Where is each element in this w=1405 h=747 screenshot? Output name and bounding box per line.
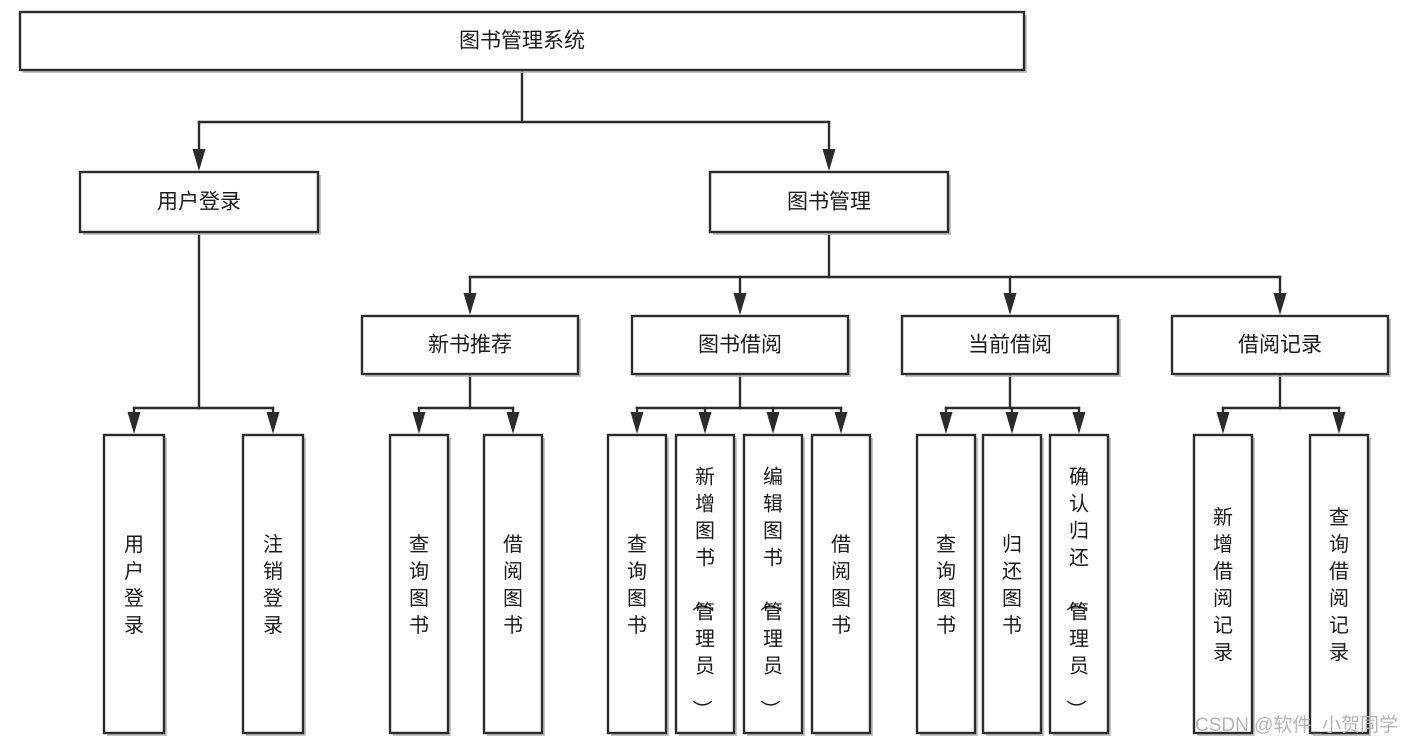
node-leaf-cur-query[interactable]: 查询图书 <box>915 433 978 736</box>
node-rect[interactable] <box>742 433 804 735</box>
node-rect[interactable] <box>1308 433 1370 735</box>
connector-layer <box>127 68 1346 434</box>
node-rect[interactable] <box>915 433 977 735</box>
arrow-head-icon <box>506 412 520 434</box>
node-leaf-rec-borrow[interactable]: 借阅图书 <box>482 433 545 736</box>
node-book-borrow[interactable]: 图书借阅 <box>630 314 851 377</box>
node-label: 用户登录 <box>124 534 144 637</box>
arrow-head-icon <box>1216 412 1230 434</box>
node-layer: 图书管理系统用户登录图书管理新书推荐图书借阅当前借阅借阅记录用户登录注销登录查询… <box>18 10 1391 736</box>
node-label: 当前借阅 <box>968 334 1052 357</box>
arrow-head-icon <box>766 412 780 434</box>
connector-group-new-book-rec <box>412 372 520 434</box>
node-leaf-user-login[interactable]: 用户登录 <box>102 433 167 736</box>
node-borrow-record[interactable]: 借阅记录 <box>1170 314 1391 377</box>
node-label: 图书管理系统 <box>459 30 585 53</box>
arrow-head-icon <box>1273 293 1287 315</box>
node-label: 查询借阅记录 <box>1329 506 1349 664</box>
arrow-head-icon <box>822 149 836 171</box>
node-leaf-rec-add[interactable]: 新增借阅记录 <box>1192 433 1255 736</box>
node-label: 图书借阅 <box>698 334 782 357</box>
node-book-mgmt[interactable]: 图书管理 <box>708 170 951 235</box>
watermark-label: CSDN @软件_小贺同学 <box>1195 714 1398 736</box>
node-label: 借阅图书 <box>831 533 851 637</box>
node-label: 查询图书 <box>627 533 647 637</box>
node-label: 用户登录 <box>157 191 241 214</box>
node-label: 归还图书 <box>1002 533 1022 637</box>
node-rect[interactable] <box>18 10 1026 72</box>
arrow-head-icon <box>266 412 280 434</box>
arrow-head-icon <box>1332 412 1346 434</box>
arrow-head-icon <box>463 293 477 315</box>
node-new-book-rec[interactable]: 新书推荐 <box>360 314 581 377</box>
connector-group-user-login <box>127 230 280 434</box>
arrow-head-icon <box>1005 412 1019 434</box>
node-label: 新书推荐 <box>428 334 512 357</box>
node-rect[interactable] <box>630 314 850 376</box>
arrow-head-icon <box>630 412 644 434</box>
node-label: 新增图书（管理员） <box>690 466 715 720</box>
node-rect[interactable] <box>78 170 320 234</box>
arrow-head-icon <box>192 149 206 171</box>
node-rect[interactable] <box>360 314 580 376</box>
node-rect[interactable] <box>810 433 872 735</box>
node-label: 查询图书 <box>409 533 429 637</box>
connector-group-book-borrow <box>630 372 848 434</box>
node-leaf-borrow-edit[interactable]: 编辑图书（管理员） <box>742 433 805 736</box>
node-leaf-cur-confirm[interactable]: 确认归还（管理员） <box>1048 433 1111 736</box>
arrow-head-icon <box>733 293 747 315</box>
node-label: 编辑图书（管理员） <box>758 466 783 720</box>
node-label: 借阅图书 <box>503 533 523 637</box>
connector-group-current-borrow <box>939 372 1086 434</box>
node-leaf-rec-query[interactable]: 查询图书 <box>388 433 451 736</box>
node-leaf-borrow-query[interactable]: 查询图书 <box>606 433 669 736</box>
node-current-borrow[interactable]: 当前借阅 <box>900 314 1121 377</box>
arrow-head-icon <box>412 412 426 434</box>
node-rect[interactable] <box>708 170 950 234</box>
arrow-head-icon <box>127 412 141 434</box>
node-leaf-user-logout[interactable]: 注销登录 <box>241 433 306 736</box>
arrow-head-icon <box>698 412 712 434</box>
node-rect[interactable] <box>388 433 450 735</box>
node-root[interactable]: 图书管理系统 <box>18 10 1027 73</box>
node-user-login[interactable]: 用户登录 <box>78 170 321 235</box>
node-rect[interactable] <box>900 314 1120 376</box>
node-rect[interactable] <box>606 433 668 735</box>
node-rect[interactable] <box>1170 314 1390 376</box>
arrow-head-icon <box>1003 293 1017 315</box>
node-label: 注销登录 <box>263 533 283 637</box>
node-rect[interactable] <box>102 433 166 735</box>
node-rect[interactable] <box>241 433 305 735</box>
node-label: 确认归还（管理员） <box>1064 466 1089 720</box>
arrow-head-icon <box>939 412 953 434</box>
node-leaf-cur-return[interactable]: 归还图书 <box>981 433 1044 736</box>
node-label: 借阅记录 <box>1238 334 1322 357</box>
node-label: 新增借阅记录 <box>1213 506 1233 664</box>
arrow-head-icon <box>834 412 848 434</box>
connector-group-book-mgmt <box>463 230 1287 315</box>
node-label: 查询图书 <box>936 533 956 637</box>
node-leaf-borrow-lend[interactable]: 借阅图书 <box>810 433 873 736</box>
connector-group-root <box>192 68 836 171</box>
node-rect[interactable] <box>674 433 736 735</box>
arrow-head-icon <box>1072 412 1086 434</box>
node-rect[interactable] <box>1048 433 1110 735</box>
node-rect[interactable] <box>1192 433 1254 735</box>
node-label: 图书管理 <box>787 191 871 214</box>
node-leaf-rec-search[interactable]: 查询借阅记录 <box>1308 433 1371 736</box>
connector-group-borrow-record <box>1216 372 1346 434</box>
node-rect[interactable] <box>981 433 1043 735</box>
node-leaf-borrow-add[interactable]: 新增图书（管理员） <box>674 433 737 736</box>
node-rect[interactable] <box>482 433 544 735</box>
